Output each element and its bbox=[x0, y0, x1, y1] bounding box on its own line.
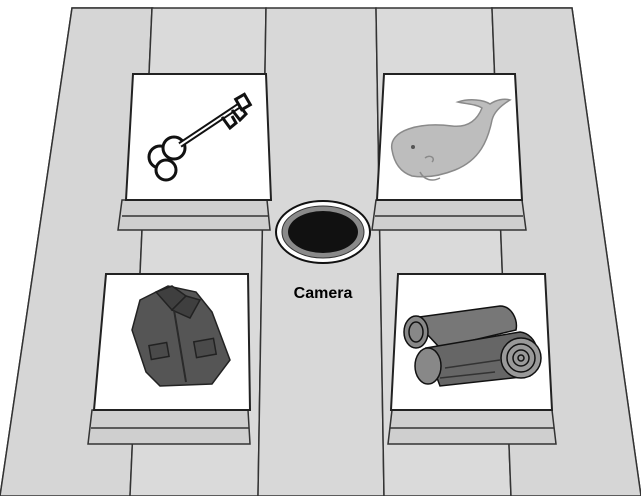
card-whale bbox=[377, 74, 522, 200]
shelf-top-right bbox=[372, 200, 526, 230]
card-key bbox=[126, 74, 271, 200]
shelf-bottom-left bbox=[88, 410, 250, 444]
camera-label: Camera bbox=[294, 285, 353, 302]
card-logs bbox=[391, 274, 552, 410]
shelf-top-left bbox=[118, 200, 270, 230]
shelf-bottom-right bbox=[388, 410, 556, 444]
card-shirt bbox=[94, 274, 250, 410]
camera-lens-icon bbox=[288, 211, 358, 253]
